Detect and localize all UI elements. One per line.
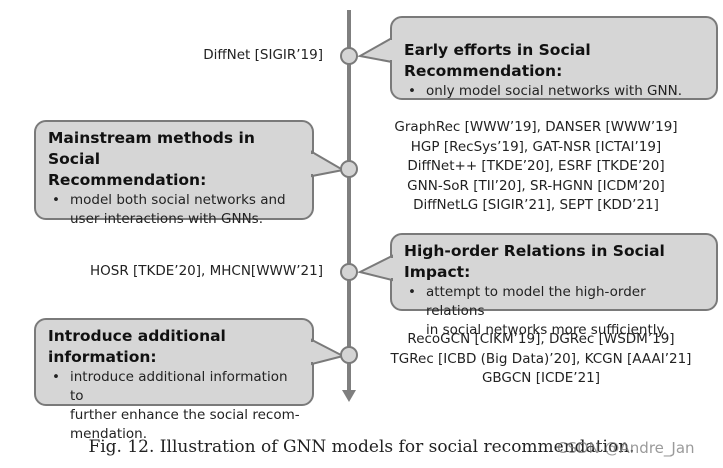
bullet-line: in social networks more sufficiently. (426, 322, 667, 338)
work-item: TGRec [ICBD (Big Data)’20], KCGN [AAAI’2… (390, 350, 692, 367)
work-item: DiffNetLG [SIGIR’21], SEPT [KDD’21] (413, 197, 659, 213)
timeline-arrowhead (342, 390, 356, 402)
work-item: DiffNet [SIGIR’19] (203, 47, 323, 63)
stage-2-callout-bullet: • model both social networks and user in… (48, 191, 300, 229)
stage-3-callout-title: High-order Relations in Social Impact: (404, 242, 665, 281)
stage-3-node (340, 263, 358, 281)
stage-1-works: DiffNet [SIGIR’19] (203, 46, 323, 66)
work-item: GBGCN [ICDE’21] (481, 370, 601, 386)
stage-4-callout-title: Introduce additional information: (48, 327, 226, 366)
stage-1-pointer-cover (390, 40, 394, 60)
title-line: Recommendation: (48, 171, 207, 189)
bullet-dot-icon: • (408, 83, 416, 99)
stage-1-callout-title: Early efforts in Social Recommendation: (404, 41, 591, 80)
title-line: Mainstream methods in Social (48, 129, 255, 168)
stage-1-callout-bullet: • only model social networks with GNN. (404, 82, 704, 101)
stage-2-callout-title: Mainstream methods in Social Recommendat… (48, 128, 300, 191)
bullet-dot-icon: • (52, 192, 60, 208)
stage-3-works: HOSR [TKDE’20], MHCN[WWW’21] (90, 262, 323, 282)
stage-2-works: GraphRec [WWW’19], DANSER [WWW’19] HGP [… (378, 118, 694, 216)
work-item: DiffNet++ [TKDE’20], ESRF [TKDE’20] (407, 158, 665, 174)
work-item: RecoGCN [CIKM’19], DGRec [WSDM’19] (407, 331, 675, 347)
bullet-text: only model social networks with GNN. (426, 83, 682, 99)
watermark: CSDN @Andre_Jan (557, 439, 695, 457)
bullet-line: user interactions with GNNs. (70, 211, 263, 227)
stage-4-callout-pointer (310, 338, 346, 366)
stage-2-callout-pointer (310, 150, 346, 178)
stage-4-callout: Introduce additional information: • intr… (34, 318, 314, 442)
bullet-line: model both social networks and (70, 192, 286, 208)
stage-4-callout-bullet: • introduce additional information to fu… (48, 368, 300, 444)
stage-1-callout: Early efforts in Social Recommendation: … (390, 16, 718, 100)
bullet-dot-icon: • (408, 284, 416, 300)
stage-3-callout-pointer (357, 254, 394, 282)
timeline-axis (347, 10, 351, 392)
stage-3-callout-bullet: • attempt to model the high-order relati… (404, 283, 704, 340)
bullet-dot-icon: • (52, 369, 60, 385)
work-item: HGP [RecSys’19], GAT-NSR [ICTAI’19] (410, 138, 662, 155)
work-item: HOSR [TKDE’20], MHCN[WWW’21] (89, 263, 323, 279)
work-item: GraphRec [WWW’19], DANSER [WWW’19] (394, 119, 678, 135)
bullet-line: further enhance the social recom- (70, 407, 300, 423)
stage-1-node (340, 47, 358, 65)
stage-3-callout: High-order Relations in Social Impact: •… (390, 233, 718, 338)
stage-2-callout: Mainstream methods in Social Recommendat… (34, 120, 314, 227)
bullet-line: attempt to model the high-order relation… (426, 284, 646, 319)
bullet-line: introduce additional information to (70, 369, 288, 404)
stage-4-works: RecoGCN [CIKM’19], DGRec [WSDM’19] TGRec… (378, 330, 704, 389)
stage-4-node (340, 346, 358, 364)
work-item: GNN-SoR [TII’20], SR-HGNN [ICDM’20] (407, 177, 665, 194)
stage-2-node (340, 160, 358, 178)
bullet-line: mendation. (70, 426, 148, 442)
figure-caption: Fig. 12. Illustration of GNN models for … (88, 437, 635, 457)
